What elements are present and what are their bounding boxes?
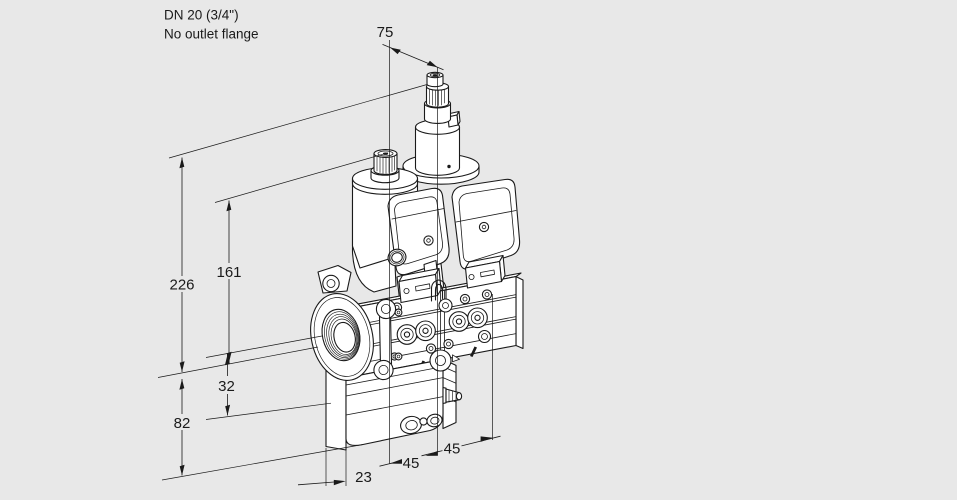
cover-screw bbox=[423, 235, 434, 246]
inlet-flange bbox=[310, 264, 403, 381]
pressure-ports bbox=[396, 307, 488, 345]
body-details bbox=[390, 289, 493, 375]
extension-lines bbox=[157, 84, 428, 481]
dim-label-226: 226 bbox=[169, 277, 194, 294]
dimension-226: 226 bbox=[169, 157, 195, 372]
drawing-header: DN 20 (3/4") No outlet flange bbox=[164, 8, 259, 42]
right-connector-block bbox=[464, 254, 506, 289]
dimension-82: 82 bbox=[174, 379, 191, 476]
flange-bolts bbox=[373, 298, 403, 381]
right-actuator bbox=[402, 71, 480, 185]
dimension-45-left: 45 bbox=[379, 450, 438, 472]
variant-title: DN 20 (3/4") bbox=[164, 8, 239, 23]
test-nipple bbox=[442, 386, 463, 405]
variant-subtitle: No outlet flange bbox=[164, 27, 259, 42]
dim-label-82: 82 bbox=[174, 415, 191, 432]
flow-arrow-icon bbox=[452, 354, 460, 363]
dimension-32: 32 bbox=[218, 354, 235, 416]
threaded-bore bbox=[321, 308, 361, 362]
dim-label-45-right: 45 bbox=[444, 441, 461, 458]
dimension-75: 75 bbox=[377, 24, 444, 71]
union-boss bbox=[429, 349, 452, 372]
cover-screw bbox=[478, 221, 490, 233]
dim-label-45-left: 45 bbox=[403, 455, 420, 472]
reference-lines bbox=[325, 40, 493, 486]
housing-ports bbox=[400, 413, 443, 435]
dim-label-161: 161 bbox=[216, 264, 241, 281]
dimension-layer: 75 226 161 32 82 bbox=[157, 24, 501, 486]
cable-gland-ring bbox=[387, 248, 407, 267]
dim-label-32: 32 bbox=[218, 378, 235, 395]
bottom-housing bbox=[325, 349, 463, 451]
left-connector-block bbox=[398, 267, 442, 304]
flange-screw-dot bbox=[447, 164, 451, 169]
dim-label-75: 75 bbox=[377, 24, 394, 41]
coil-connectors bbox=[398, 254, 506, 304]
flange-ear bbox=[317, 264, 352, 294]
right-stem-cap bbox=[426, 71, 444, 88]
conduit-clamp bbox=[430, 279, 447, 302]
dimension-161: 161 bbox=[216, 200, 242, 363]
valve-drawing bbox=[310, 71, 524, 451]
dimension-45-right: 45 bbox=[437, 435, 501, 458]
dim-label-23: 23 bbox=[355, 469, 372, 486]
seal-mark-icon bbox=[470, 346, 477, 357]
dimension-23: 23 bbox=[297, 469, 372, 486]
